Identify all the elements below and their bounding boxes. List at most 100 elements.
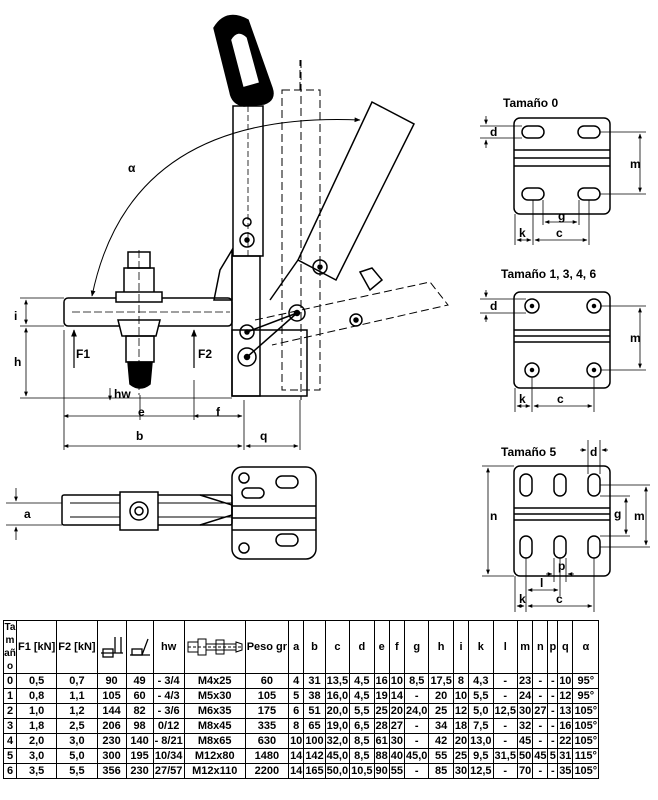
t0-label-m: m bbox=[630, 157, 641, 171]
table-cell: M8x45 bbox=[183, 718, 246, 734]
table-cell: - bbox=[532, 763, 549, 779]
table-cell: 12 bbox=[557, 688, 574, 704]
table-cell: 105° bbox=[572, 733, 600, 749]
title-tamano-5: Tamaño 5 bbox=[501, 445, 556, 459]
table-cell: 95° bbox=[572, 673, 600, 689]
table-cell: 3 bbox=[3, 718, 17, 734]
label-a: a bbox=[24, 507, 31, 521]
table-cell: 19,0 bbox=[324, 718, 351, 734]
table-cell: 32 bbox=[516, 718, 534, 734]
table-cell: 27 bbox=[388, 718, 406, 734]
table-cell: 13,5 bbox=[324, 673, 351, 689]
table-cell: 16,0 bbox=[324, 688, 351, 704]
table-cell: 3,0 bbox=[56, 733, 98, 749]
table-cell: 60 bbox=[244, 673, 290, 689]
table-cell: 40 bbox=[388, 748, 406, 764]
label-alpha: α bbox=[128, 161, 136, 175]
table-cell: 2 bbox=[3, 703, 17, 719]
col-p: p bbox=[547, 620, 559, 674]
table-cell: 10 bbox=[388, 673, 406, 689]
col-k: k bbox=[468, 620, 494, 674]
table-cell: - bbox=[547, 703, 559, 719]
table-cell: 13,0 bbox=[468, 733, 494, 749]
table-cell: 4,3 bbox=[468, 673, 494, 689]
table-cell: 45,0 bbox=[404, 748, 430, 764]
table-cell: 10,5 bbox=[349, 763, 375, 779]
col-g: g bbox=[404, 620, 430, 674]
label-e: e bbox=[138, 405, 145, 419]
label-hw: hw bbox=[114, 387, 131, 401]
table-cell: 105 bbox=[96, 688, 127, 704]
specifications-table: Tamaño F1 [kN] F2 [kN] hw Peso gr a b c … bbox=[3, 620, 600, 779]
table-cell: 5,0 bbox=[56, 748, 98, 764]
table-cell: 31,5 bbox=[492, 748, 518, 764]
table-cell: 51 bbox=[303, 703, 326, 719]
table-cell: - bbox=[532, 688, 549, 704]
t5-label-l: l bbox=[540, 576, 543, 590]
table-cell: 98 bbox=[125, 718, 154, 734]
table-cell: - bbox=[547, 733, 559, 749]
table-cell: - bbox=[547, 718, 559, 734]
t5-label-c: c bbox=[556, 592, 563, 606]
table-cell: 55 bbox=[428, 748, 454, 764]
table-cell: 140 bbox=[125, 733, 154, 749]
table-cell: 20 bbox=[388, 703, 406, 719]
col-n: n bbox=[532, 620, 549, 674]
table-cell: 10 bbox=[288, 733, 305, 749]
table-cell: 9,5 bbox=[468, 748, 494, 764]
table-cell: 230 bbox=[125, 763, 154, 779]
table-cell: 27/57 bbox=[152, 763, 185, 779]
spindle-icon bbox=[187, 638, 243, 656]
table-cell: - bbox=[532, 673, 549, 689]
table-cell: 1,2 bbox=[56, 703, 98, 719]
table-cell: 16 bbox=[557, 718, 574, 734]
table-cell: 0 bbox=[3, 673, 17, 689]
table-cell: 30 bbox=[516, 703, 534, 719]
table-cell: 105° bbox=[572, 763, 600, 779]
t1-label-m: m bbox=[630, 331, 641, 345]
label-F1: F1 bbox=[76, 347, 90, 361]
table-cell: 30 bbox=[388, 733, 406, 749]
table-cell: 5,5 bbox=[468, 688, 494, 704]
table-cell: 5 bbox=[547, 748, 559, 764]
t5-label-g: g bbox=[614, 507, 621, 521]
table-cell: 25 bbox=[428, 703, 454, 719]
table-cell: 20 bbox=[428, 688, 454, 704]
table-cell: 34 bbox=[428, 718, 454, 734]
table-cell: 8 bbox=[452, 673, 470, 689]
col-f: f bbox=[388, 620, 406, 674]
table-cell: 45 bbox=[516, 733, 534, 749]
table-cell: 14 bbox=[388, 688, 406, 704]
table-cell: 28 bbox=[373, 718, 390, 734]
table-cell: 335 bbox=[244, 718, 290, 734]
table-cell: 23 bbox=[516, 673, 534, 689]
table-cell: 50 bbox=[516, 748, 534, 764]
table-cell: - 4/3 bbox=[152, 688, 185, 704]
label-q: q bbox=[260, 429, 267, 443]
col-m: m bbox=[516, 620, 534, 674]
t5-label-n: n bbox=[490, 509, 497, 523]
table-cell: - 8/21 bbox=[152, 733, 185, 749]
title-tamano-1-3-4-6: Tamaño 1, 3, 4, 6 bbox=[501, 267, 596, 281]
col-i: i bbox=[452, 620, 470, 674]
table-cell: 105° bbox=[572, 703, 600, 719]
col-opening-icon bbox=[125, 620, 154, 674]
spindle-hex-top bbox=[119, 491, 159, 531]
table-cell: 19 bbox=[373, 688, 390, 704]
table-cell: - bbox=[492, 718, 518, 734]
variant-tamano-1-3-4-6 bbox=[480, 290, 646, 412]
table-cell: 12 bbox=[452, 703, 470, 719]
col-f1: F1 [kN] bbox=[15, 620, 58, 674]
table-cell: 5 bbox=[3, 748, 17, 764]
table-cell: 25 bbox=[373, 703, 390, 719]
table-cell: 10/34 bbox=[152, 748, 185, 764]
table-cell: 90 bbox=[373, 763, 390, 779]
t0-label-g: g bbox=[558, 209, 565, 223]
table-cell: 70 bbox=[516, 763, 534, 779]
col-e: e bbox=[373, 620, 390, 674]
table-cell: 3,0 bbox=[15, 748, 58, 764]
table-cell: 2,0 bbox=[15, 733, 58, 749]
table-cell: M12x80 bbox=[183, 748, 246, 764]
table-cell: 45,0 bbox=[324, 748, 351, 764]
col-hw: hw bbox=[152, 620, 185, 674]
